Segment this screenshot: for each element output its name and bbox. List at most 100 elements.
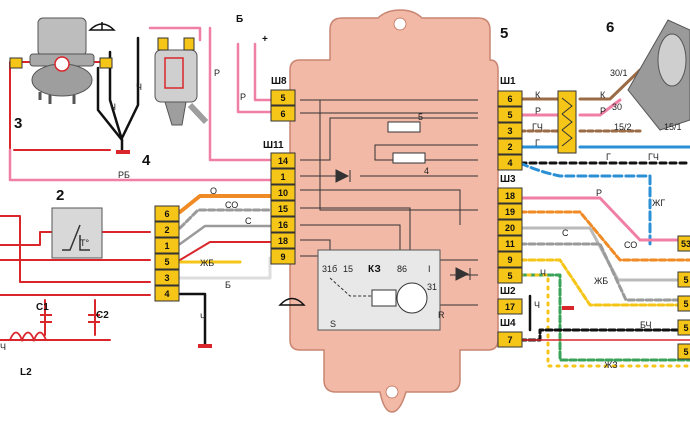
wire-label-so: СО — [225, 200, 238, 210]
sh3-pin: 20 — [505, 223, 515, 233]
wire-label-gch: ГЧ — [648, 152, 659, 162]
wire-black-ground-l — [178, 292, 207, 347]
ign-30-1: 30/1 — [610, 68, 628, 78]
sh3-pin: 18 — [505, 191, 515, 201]
sh8-label: Ш8 — [271, 76, 287, 87]
wire-b — [178, 256, 272, 280]
component-2-number: 2 — [56, 187, 64, 204]
sh1-pin: 2 — [507, 142, 512, 152]
sh3-pin: 11 — [505, 239, 515, 249]
sh2-label: Ш2 — [500, 286, 516, 297]
wire-label-zhz: ЖЗ — [604, 360, 618, 370]
wire-pink-c4 — [148, 26, 272, 162]
sh1-pin: 4 — [507, 158, 512, 168]
edge-pin: 5 — [683, 323, 688, 333]
relay-31: 31 — [427, 282, 437, 292]
sh11-pin: 10 — [278, 188, 288, 198]
wire-label-k: К — [535, 90, 541, 100]
relay-contact — [371, 289, 397, 307]
label-b: Б — [236, 14, 243, 25]
wire-r-sh3 — [518, 196, 690, 242]
relay-coil — [396, 282, 428, 314]
wire-zhz-2 — [518, 273, 690, 368]
connector-left: 6 2 1 5 3 4 — [154, 205, 180, 302]
sh4-pin: 7 — [507, 335, 512, 345]
sh1-pin: 6 — [507, 94, 512, 104]
wire-label-ch: Ч — [540, 268, 546, 278]
wire-label-rb: РБ — [118, 170, 130, 180]
connector-sh8: Ш8 5 6 — [270, 76, 296, 122]
relay-i: I — [428, 264, 431, 274]
left-pin: 5 — [164, 257, 169, 267]
wire-bch — [518, 328, 690, 342]
relay-15: 15 — [343, 264, 353, 274]
wire-label-o: О — [210, 186, 217, 196]
relay-s: S — [330, 319, 336, 329]
main-unit-5: 5 4 КЗ 31б 15 86 31 I S R 5 — [289, 9, 508, 413]
left-pin: 4 — [164, 289, 169, 299]
wire-label-r: Р — [535, 106, 541, 116]
relay-86: 86 — [397, 264, 407, 274]
sh4-label: Ш4 — [500, 318, 516, 329]
connector-ignition — [557, 90, 577, 154]
wire-rb — [8, 148, 272, 182]
sh11-pin: 18 — [278, 236, 288, 246]
left-pin: 3 — [164, 273, 169, 283]
left-pin: 2 — [164, 225, 169, 235]
wire-black-c4 — [120, 36, 140, 140]
wire-label-s: С — [245, 216, 252, 226]
wire-r-right — [518, 98, 622, 117]
wire-label-k: К — [600, 90, 606, 100]
wire-label-ch: Ч — [534, 300, 540, 310]
sh11-pin: 15 — [278, 204, 288, 214]
wire-orange-sh3 — [518, 210, 690, 262]
wire-label-zhb: ЖБ — [200, 258, 214, 268]
wire-zhz — [518, 273, 690, 362]
fuse-5 — [387, 121, 421, 133]
coil-l2: L2 — [20, 367, 32, 378]
relay-link — [329, 277, 372, 297]
sh1-label: Ш1 — [500, 76, 516, 87]
wire-zhb-right — [518, 258, 690, 307]
sh11-label: Ш11 — [263, 140, 284, 151]
wire-label-ch: Ч — [110, 102, 116, 112]
wire-label-b: Б — [225, 280, 231, 290]
sh11-pin: 14 — [278, 156, 288, 166]
wire-label-ch: Ч — [0, 342, 6, 352]
wire-label-bch: БЧ — [640, 320, 652, 330]
cap-c1: C1 — [36, 302, 49, 313]
sh3-pin: 9 — [507, 255, 512, 265]
wire-zhg — [518, 161, 652, 247]
sh1-pin: 5 — [507, 110, 512, 120]
fuse-4 — [392, 152, 426, 164]
wire-label-r: Р — [214, 68, 220, 78]
edge-pin: 5 — [683, 347, 688, 357]
wire-b-arrow — [236, 42, 272, 114]
diode-2 — [455, 267, 471, 281]
ign-15-1: 15/1 — [664, 122, 682, 132]
relay-r: R — [438, 310, 445, 320]
wire-k — [518, 68, 642, 101]
wire-o — [178, 194, 272, 214]
sh3-pin: 19 — [505, 207, 515, 217]
edge-pin: 5 — [683, 299, 688, 309]
wire-label-s: С — [562, 228, 569, 238]
connector-sh1: Ш1 6 5 3 2 4 — [497, 76, 523, 171]
thermo-label: T° — [80, 238, 89, 248]
unit-body — [289, 9, 499, 413]
edge-pin: 5 — [683, 275, 688, 285]
unit-number: 5 — [500, 25, 508, 42]
wire-label-zhb: ЖБ — [594, 276, 608, 286]
wire-label-so: СО — [624, 240, 637, 250]
sh11-pin: 1 — [280, 172, 285, 182]
wire-label-ch: Ч — [136, 82, 142, 92]
sh1-pin: 3 — [507, 126, 512, 136]
sh11-pin: 16 — [278, 220, 288, 230]
wire-plus-arrow — [253, 42, 272, 102]
wire-label-g: Г — [606, 152, 611, 162]
wire-red-18 — [179, 241, 271, 261]
wire-red-left — [0, 215, 151, 336]
capacitors — [9, 314, 100, 343]
component-3-number: 3 — [14, 115, 22, 132]
